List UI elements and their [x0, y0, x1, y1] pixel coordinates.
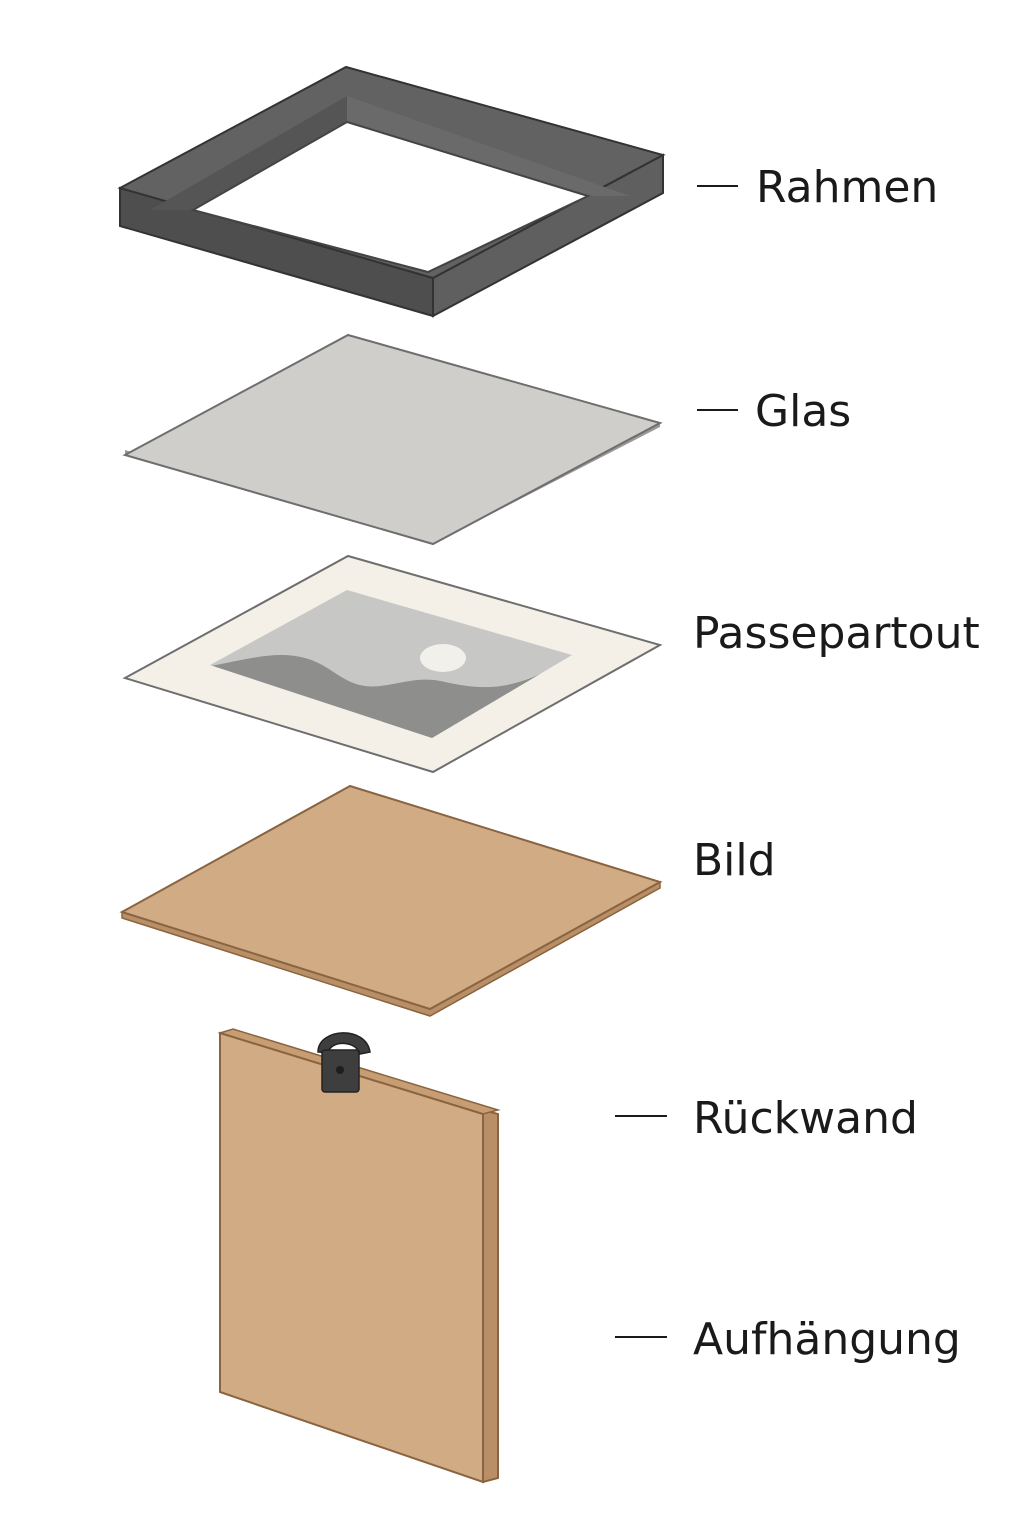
label-passepartout: Passepartout — [693, 608, 980, 659]
label-glas: Glas — [755, 386, 851, 437]
frame-window — [190, 120, 591, 274]
mat-layer — [122, 554, 663, 774]
label-aufhaengung: Aufhängung — [693, 1314, 961, 1365]
hanger-icon — [317, 1032, 371, 1093]
label-bild: Bild — [693, 835, 776, 886]
glass-layer — [122, 333, 663, 546]
label-rahmen: Rahmen — [756, 162, 938, 213]
backboard-side — [482, 1108, 499, 1484]
backboard-layer — [217, 1028, 501, 1484]
board-face — [119, 784, 663, 1011]
frame-layer — [117, 65, 666, 318]
hanger-screw — [336, 1066, 344, 1074]
backboard-face — [219, 1031, 484, 1484]
hanger-ring — [317, 1032, 371, 1055]
label-rueckwand: Rückwand — [693, 1093, 918, 1144]
frame-inner-wall-back-right — [347, 96, 630, 196]
glass-pane — [122, 333, 663, 546]
mat-picture-sun — [420, 644, 466, 672]
frame-inner-wall-back-left — [150, 96, 347, 210]
picture-board-layer — [119, 784, 663, 1017]
